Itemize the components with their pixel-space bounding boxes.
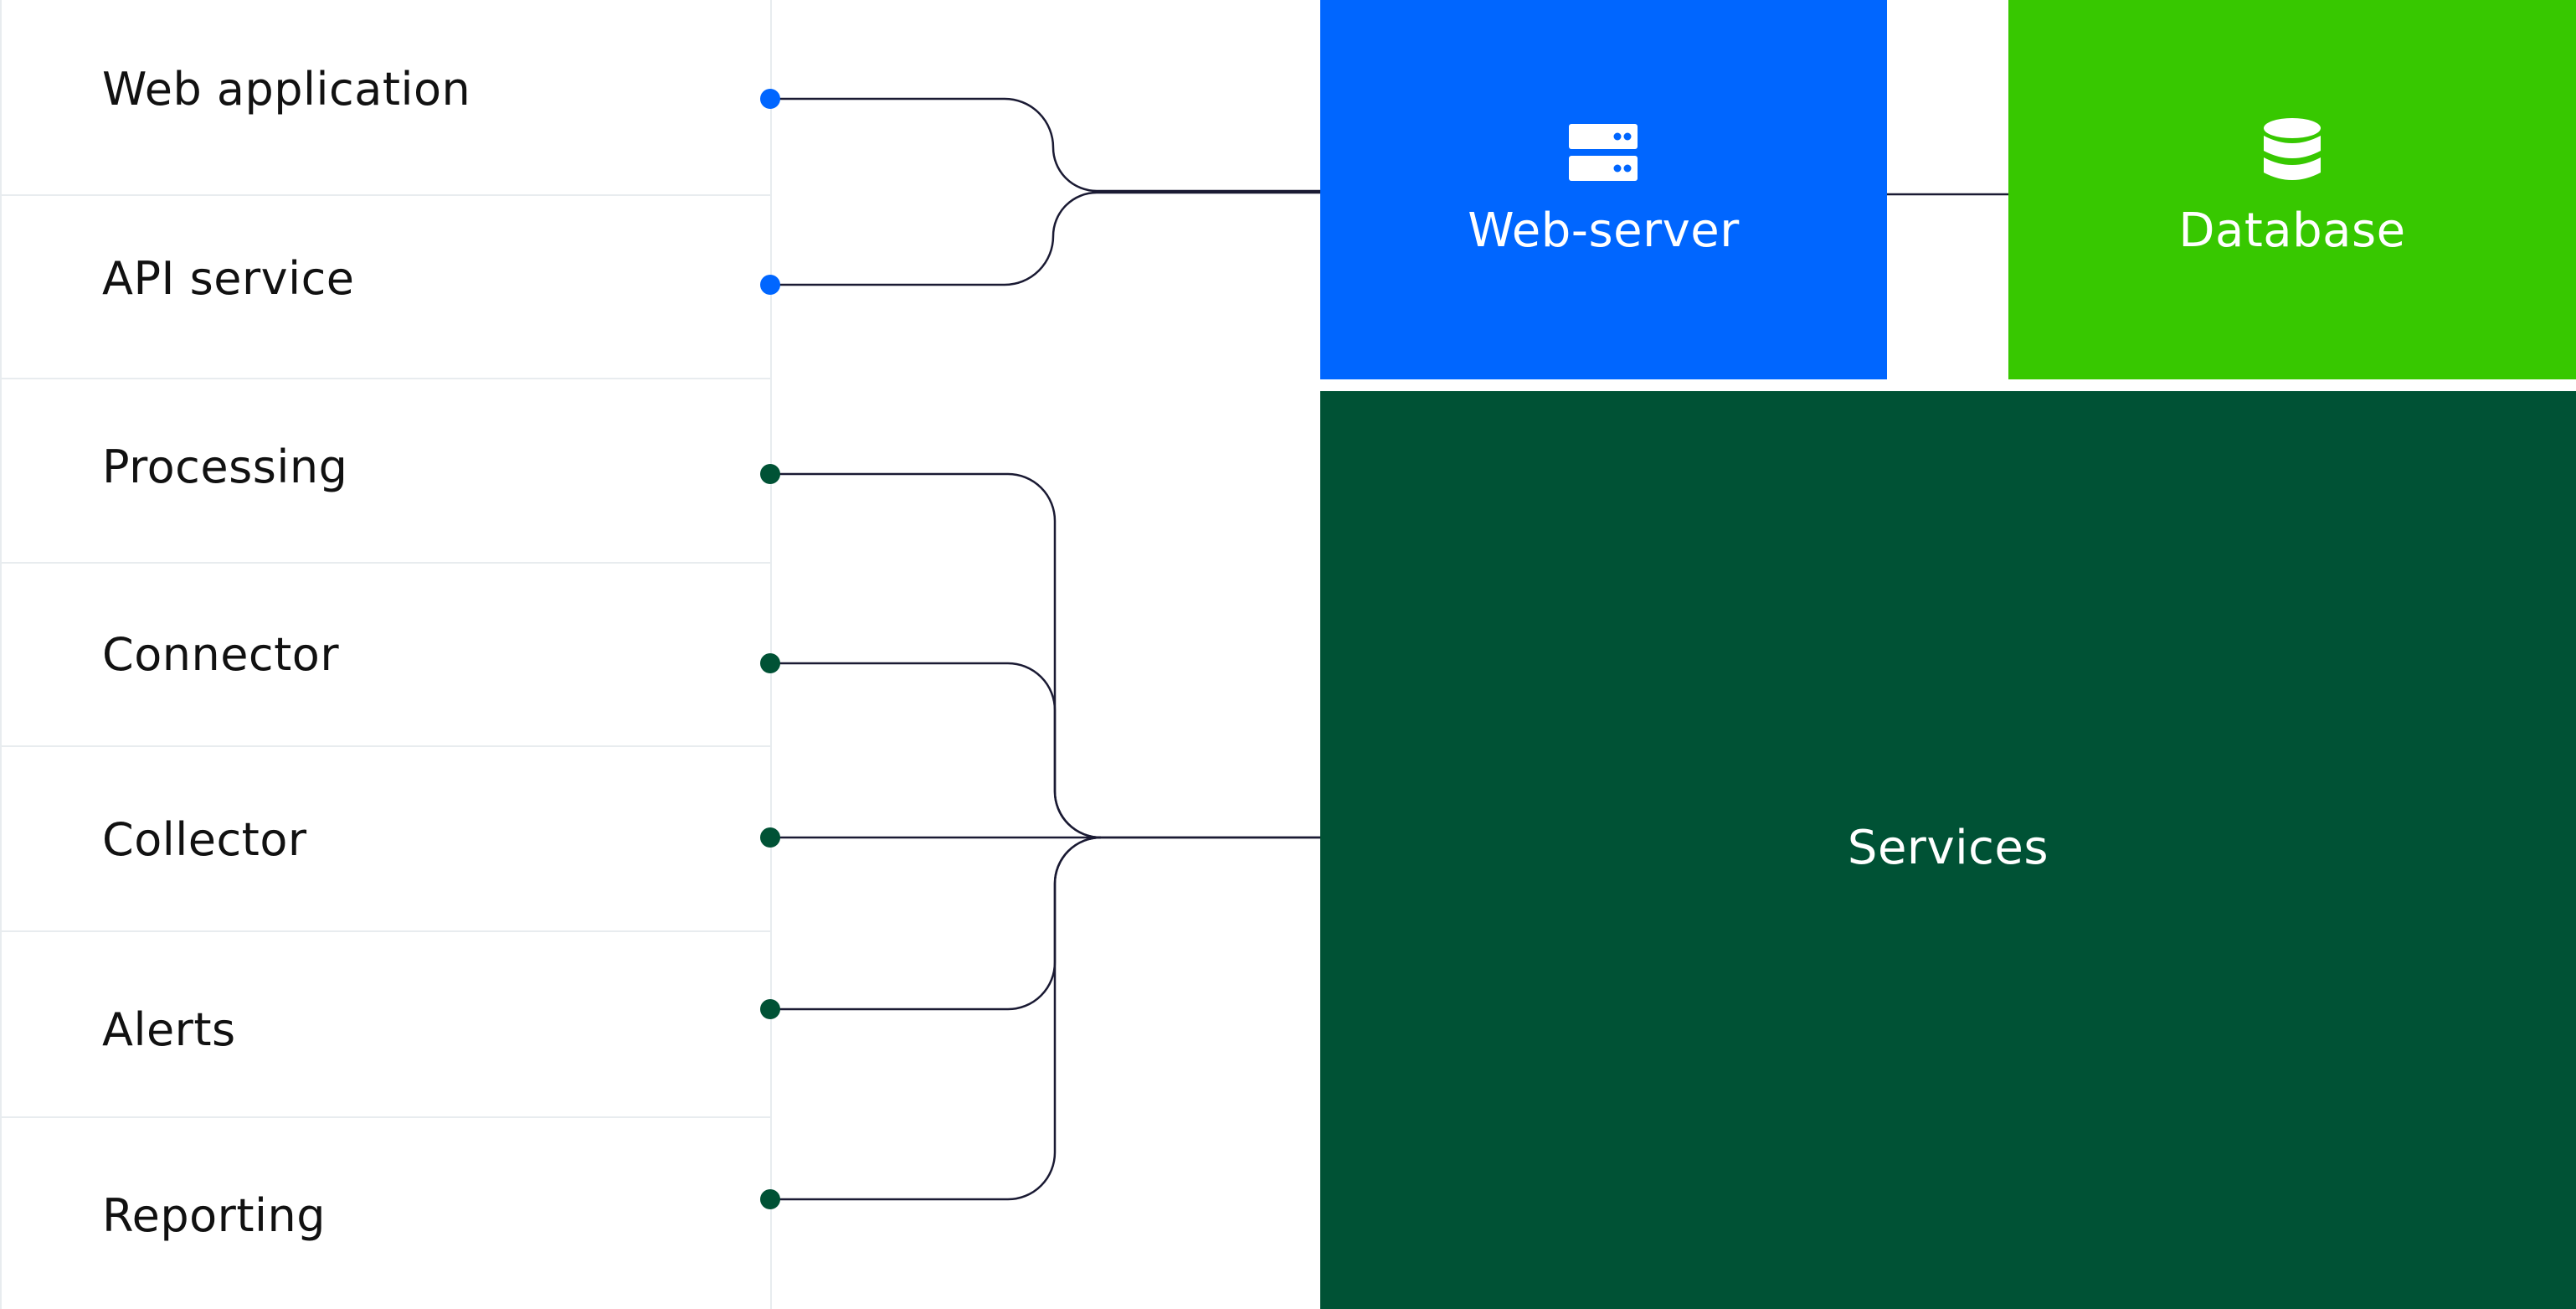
connector-dot — [760, 653, 780, 673]
connector-connector — [770, 662, 1102, 839]
server-icon — [1569, 124, 1638, 181]
component-label: API service — [102, 252, 355, 305]
component-label: Collector — [102, 813, 307, 866]
connector-api-service — [770, 191, 1320, 286]
component-label: Processing — [102, 441, 348, 493]
connector-reporting — [770, 836, 1102, 1201]
database-box: Database — [2008, 0, 2576, 379]
connector-dot — [760, 1189, 780, 1209]
list-item-api-service: API service — [0, 194, 770, 378]
services-box: Services — [1320, 391, 2576, 1309]
webserver-box: Web-server — [1320, 0, 1887, 379]
component-label: Connector — [102, 628, 340, 681]
connector-processing — [770, 472, 1320, 839]
component-label: Web application — [102, 63, 471, 116]
component-label: Alerts — [102, 1003, 236, 1056]
connector-dot — [760, 827, 780, 848]
connector-alerts — [770, 836, 1102, 1011]
component-label: Reporting — [102, 1189, 326, 1242]
connector-dot — [760, 464, 780, 484]
list-item-web-application: Web application — [0, 0, 770, 194]
connector-dot — [760, 275, 780, 295]
component-list: Web application API service Processing C… — [0, 0, 772, 1309]
database-label: Database — [2178, 204, 2406, 258]
list-item-processing: Processing — [0, 378, 770, 562]
list-item-connector: Connector — [0, 562, 770, 745]
list-item-collector: Collector — [0, 745, 770, 930]
list-item-reporting: Reporting — [0, 1116, 770, 1309]
services-label: Services — [1847, 821, 2049, 875]
connector-web-application — [770, 97, 1320, 193]
list-item-alerts: Alerts — [0, 930, 770, 1116]
database-icon — [2264, 118, 2321, 180]
connector-dot — [760, 89, 780, 109]
webserver-label: Web-server — [1468, 204, 1740, 258]
connector-dot — [760, 999, 780, 1019]
